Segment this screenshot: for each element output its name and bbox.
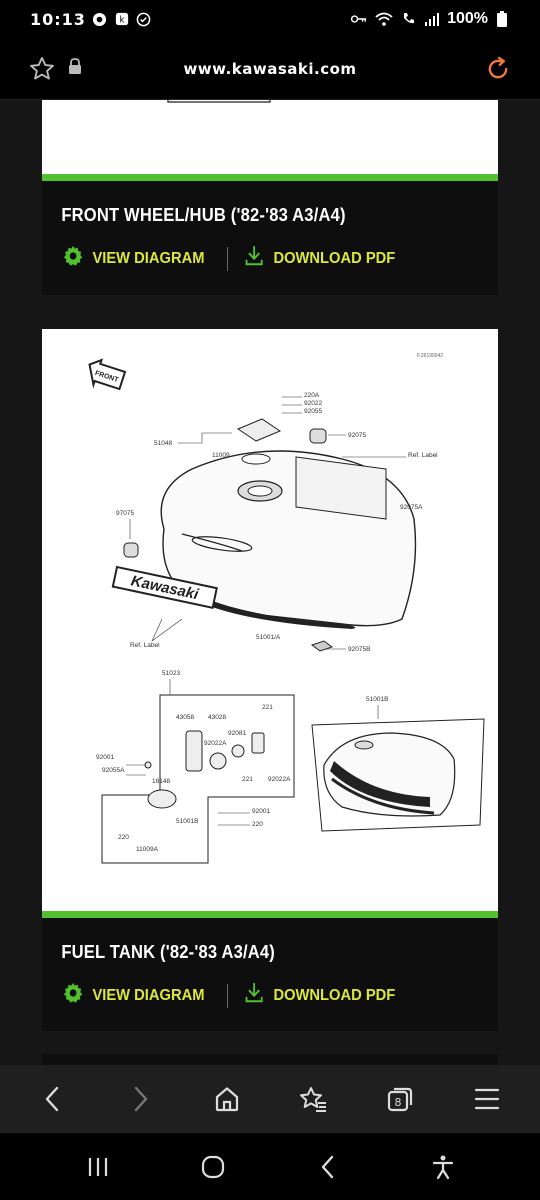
part-number-label: 92022: [304, 400, 322, 407]
part-number-label: 11009: [212, 452, 230, 459]
diagram-thumbnail[interactable]: [42, 100, 498, 174]
part-number-label: 51001B: [176, 818, 198, 825]
download-pdf-button[interactable]: DOWNLOAD PDF: [244, 982, 395, 1009]
front-direction-icon: FRONT: [88, 358, 127, 391]
part-number-label: 92075A: [400, 504, 423, 511]
reload-icon[interactable]: [476, 47, 520, 91]
page-content: FRONT WHEEL/HUB ('82-'83 A3/A4) VIEW DIA…: [0, 100, 540, 1065]
status-bar: 10:13 k 100%: [0, 0, 540, 38]
fuel-tank-diagram[interactable]: FRONT F.26190042: [42, 329, 498, 911]
part-number-label: 51023: [162, 670, 180, 677]
call-icon: [401, 11, 417, 27]
gear-icon: [63, 982, 83, 1009]
part-number-label: 92055A: [102, 767, 125, 774]
download-icon: [244, 982, 264, 1009]
part-number-label: 92075: [348, 432, 366, 439]
parts-card-front-wheel: FRONT WHEEL/HUB ('82-'83 A3/A4) VIEW DIA…: [42, 100, 498, 295]
app-notification-icon: k: [114, 11, 130, 27]
view-diagram-button[interactable]: VIEW DIAGRAM: [63, 982, 204, 1009]
system-back-icon[interactable]: [306, 1145, 350, 1189]
part-number-label: 43028: [208, 714, 226, 721]
parts-card-next: [42, 1054, 498, 1065]
part-number-label: 92001: [252, 808, 270, 815]
view-diagram-label: VIEW DIAGRAM: [92, 249, 205, 267]
download-pdf-label: DOWNLOAD PDF: [273, 986, 396, 1004]
part-number-label: Ref. Label: [408, 452, 438, 459]
back-icon[interactable]: [31, 1077, 75, 1121]
wifi-icon: [373, 11, 395, 27]
system-nav-bar: [0, 1133, 540, 1200]
part-number-label: 220: [252, 821, 263, 828]
url-bar[interactable]: www.kawasaki.com: [183, 59, 357, 78]
signal-icon: [423, 11, 441, 27]
card-actions: VIEW DIAGRAM DOWNLOAD PDF: [42, 226, 498, 272]
part-number-label: 221: [262, 704, 273, 711]
part-number-label: 92001: [96, 754, 114, 761]
view-diagram-button[interactable]: VIEW DIAGRAM: [63, 245, 204, 272]
view-diagram-label: VIEW DIAGRAM: [92, 986, 205, 1004]
parts-card-fuel-tank: FRONT F.26190042: [42, 329, 498, 1031]
menu-icon[interactable]: [465, 1077, 509, 1121]
bookmark-star-icon[interactable]: [20, 47, 64, 91]
status-time: 10:13: [30, 9, 86, 29]
lock-icon: [68, 58, 82, 79]
download-pdf-label: DOWNLOAD PDF: [273, 249, 396, 267]
part-number-label: Ref. Label: [130, 642, 160, 649]
accessibility-icon[interactable]: [421, 1145, 465, 1189]
part-number-label: 220: [118, 834, 129, 841]
system-home-icon[interactable]: [191, 1145, 235, 1189]
tabs-icon[interactable]: 8: [378, 1077, 422, 1121]
battery-percent: 100%: [447, 10, 488, 27]
browser-bottom-nav: 8: [0, 1065, 540, 1133]
part-number-label: 11009A: [136, 846, 159, 853]
card-actions: VIEW DIAGRAM DOWNLOAD PDF: [42, 963, 498, 1009]
check-circle-icon: [136, 11, 152, 27]
card-accent-bar: [42, 911, 498, 918]
battery-icon: [494, 11, 510, 27]
download-icon: [244, 245, 264, 272]
bookmarks-icon[interactable]: [291, 1077, 335, 1121]
download-pdf-button[interactable]: DOWNLOAD PDF: [244, 245, 395, 272]
part-number-label: 51001/A: [256, 634, 281, 641]
home-icon[interactable]: [205, 1077, 249, 1121]
part-number-label: 221: [242, 776, 253, 783]
part-number-label: 97075: [116, 510, 134, 517]
card-title: FRONT WHEEL/HUB ('82-'83 A3/A4): [61, 205, 346, 225]
part-number-label: 92022A: [204, 740, 227, 747]
action-divider: [226, 246, 228, 271]
key-icon: [351, 11, 367, 27]
gear-icon: [63, 245, 83, 272]
kawasaki-logo: Kawasaki: [111, 565, 218, 609]
action-divider: [226, 983, 228, 1008]
part-number-label: 51048: [154, 440, 172, 447]
part-number-label: 92075B: [348, 646, 370, 653]
recent-apps-icon[interactable]: [76, 1145, 120, 1189]
card-accent-bar: [42, 174, 498, 181]
browser-toolbar: www.kawasaki.com: [0, 38, 540, 100]
part-number-label: 220A: [304, 392, 320, 399]
part-number-label: 43058: [176, 714, 194, 721]
forward-icon[interactable]: [118, 1077, 162, 1121]
svg-text:8: 8: [394, 1096, 401, 1109]
svg-text:F.26190042: F.26190042: [417, 353, 443, 359]
card-title: FUEL TANK ('82-'83 A3/A4): [61, 942, 276, 962]
part-number-label: 92081: [228, 730, 246, 737]
part-number-label: 18148: [152, 778, 170, 785]
part-number-label: 92022A: [268, 776, 291, 783]
notification-icon: [92, 11, 108, 27]
part-number-label: 92055: [304, 408, 322, 415]
svg-text:51001B: 51001B: [366, 696, 388, 703]
svg-text:k: k: [119, 16, 125, 26]
